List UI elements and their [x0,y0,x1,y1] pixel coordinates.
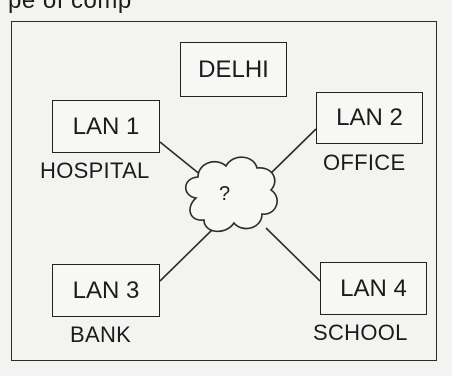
lan4-label: LAN 4 [340,274,407,302]
lan2-place: OFFICE [323,150,406,175]
center-city-box: DELHI [180,42,287,97]
link-lan3 [159,227,215,282]
lan1-place: HOSPITAL [40,158,150,183]
cloud-icon [184,156,278,233]
link-lan4 [265,227,321,282]
lan1-box: LAN 1 [52,100,160,153]
diagram-frame [11,21,437,361]
link-lan2 [265,128,317,179]
cloud-question-mark: ? [219,183,231,205]
lan1-label: LAN 1 [72,112,140,140]
cropped-heading-text: pe of comp [8,0,132,14]
lan4-box: LAN 4 [320,262,427,315]
lan2-box: LAN 2 [316,92,423,144]
lan3-place: BANK [70,322,132,347]
lan3-box: LAN 3 [52,264,160,317]
lan3-label: LAN 3 [72,276,140,304]
lan2-label: LAN 2 [336,104,403,131]
lan4-place: SCHOOL [313,320,408,345]
center-city-label: DELHI [198,55,269,83]
